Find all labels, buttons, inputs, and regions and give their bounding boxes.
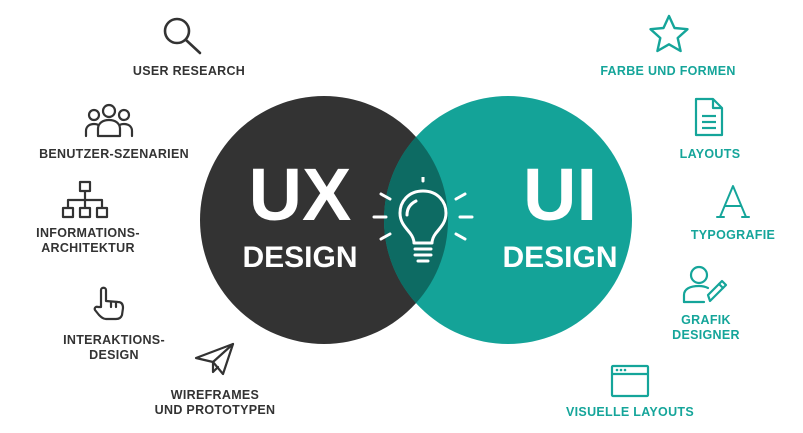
label-user-research: USER RESEARCH <box>132 64 246 78</box>
user-pencil-icon <box>682 265 728 304</box>
paper-plane-icon <box>194 342 235 376</box>
ui-circle <box>384 96 632 344</box>
ux-circle <box>200 96 448 344</box>
document-icon <box>694 97 724 137</box>
label-layouts: LAYOUTS <box>679 147 741 161</box>
letter-a-icon <box>716 185 750 218</box>
sitemap-icon <box>61 180 109 219</box>
user-group-icon <box>84 103 134 138</box>
label-typografie: TYPOGRAFIE <box>690 228 776 242</box>
ux-title: UX <box>248 153 352 236</box>
browser-window-icon <box>610 364 650 398</box>
label-farbe-und-formen: FARBE UND FORMEN <box>600 64 736 78</box>
label-wireframes: WIREFRAMES UND PROTOTYPEN <box>154 388 276 417</box>
ux-subtitle: DESIGN <box>242 241 358 274</box>
label-benutzer-szenarien: BENUTZER-SZENARIEN <box>39 147 189 161</box>
pointing-hand-icon <box>93 286 125 321</box>
light-bulb-icon <box>372 177 474 263</box>
label-interaktionsdesign: INTERAKTIONS- DESIGN <box>63 333 165 362</box>
label-informationsarchitektur: INFORMATIONS- ARCHITEKTUR <box>36 226 140 255</box>
ui-title: UI <box>523 153 597 236</box>
label-grafik-designer: GRAFIK DESIGNER <box>672 313 740 342</box>
star-icon <box>649 14 689 53</box>
magnifier-icon <box>163 17 202 55</box>
label-visuelle-layouts: VISUELLE LAYOUTS <box>566 405 694 419</box>
ui-subtitle: DESIGN <box>502 241 618 274</box>
